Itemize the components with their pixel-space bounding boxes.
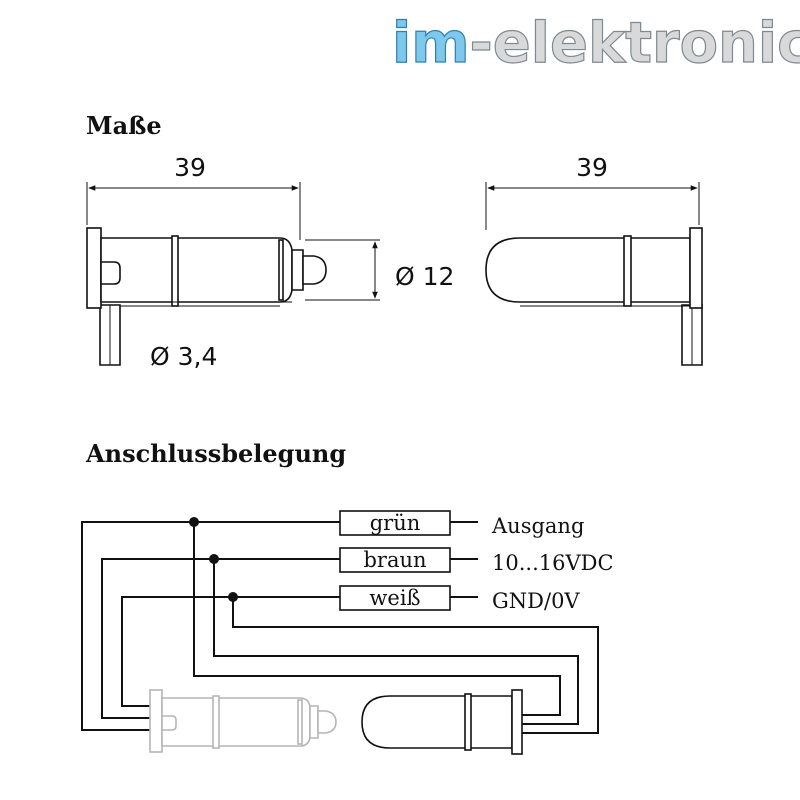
diameter-label: Ø 12 bbox=[395, 262, 454, 291]
dimensions-title: Maße bbox=[86, 111, 162, 140]
brand-logo: im-elektronics bbox=[391, 10, 800, 76]
wiring-title: Anschlussbelegung bbox=[85, 439, 346, 468]
wire-label-brown: braun bbox=[339, 547, 451, 573]
wire-label-green: grün bbox=[339, 510, 451, 536]
pin-function-output: Ausgang bbox=[491, 514, 584, 538]
logo-prefix: im bbox=[392, 11, 470, 76]
sensor-side-view-left bbox=[86, 227, 327, 366]
sensor-side-view-right bbox=[485, 227, 703, 366]
wiring-diagram bbox=[81, 517, 599, 734]
svg-text:im-elektronics: im-elektronics bbox=[392, 11, 800, 76]
wire-label-white-text: weiß bbox=[369, 586, 420, 610]
junction-dot bbox=[228, 592, 238, 602]
pin-function-supply: 10...16VDC bbox=[492, 551, 614, 575]
wire-label-white: weiß bbox=[339, 585, 451, 611]
left-length-dimension: 39 bbox=[86, 153, 301, 240]
logo-rest: -elektronics bbox=[470, 11, 800, 76]
emitter-sensor-ghost bbox=[149, 689, 337, 753]
junction-dot bbox=[189, 517, 199, 527]
right-length-dimension: 39 bbox=[485, 153, 700, 230]
cable-diameter-label: Ø 3,4 bbox=[150, 342, 217, 371]
wire-label-brown-text: braun bbox=[363, 548, 426, 572]
pin-function-ground: GND/0V bbox=[492, 589, 580, 613]
wire-label-green-text: grün bbox=[370, 511, 421, 535]
receiver-sensor bbox=[361, 689, 523, 755]
junction-dot bbox=[209, 554, 219, 564]
left-length-label: 39 bbox=[174, 153, 206, 182]
diameter-dimension: Ø 12 bbox=[305, 239, 454, 301]
right-length-label: 39 bbox=[576, 153, 608, 182]
